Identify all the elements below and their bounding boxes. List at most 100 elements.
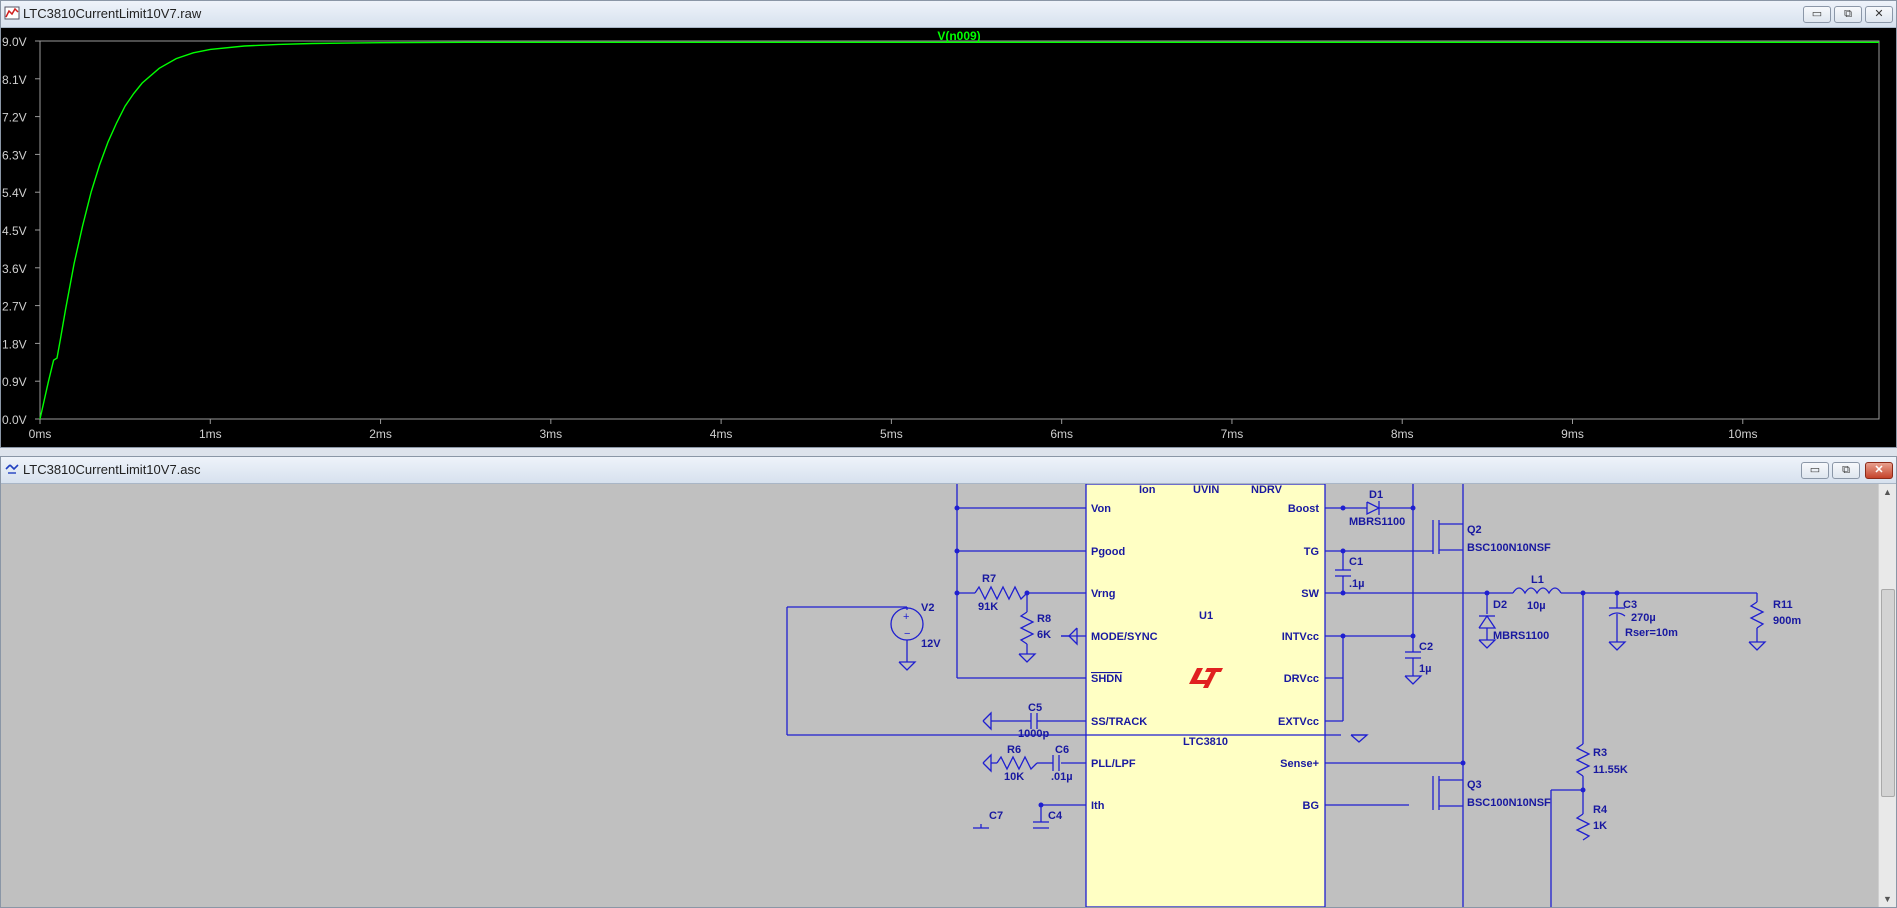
close-button[interactable]: ✕ xyxy=(1865,6,1893,23)
y-tick-label: 0.9V xyxy=(2,375,27,389)
y-tick-label: 9.0V xyxy=(2,35,27,49)
c5-label[interactable]: C5 xyxy=(1028,702,1042,714)
x-tick-label: 9ms xyxy=(1561,427,1584,441)
ic-pin-ss-track: SS/TRACK xyxy=(1091,716,1147,728)
ic-pin-shdn: SHDN xyxy=(1091,673,1122,685)
c3-label[interactable]: C3 xyxy=(1623,599,1637,611)
x-tick-label: 6ms xyxy=(1050,427,1073,441)
minimize-button[interactable]: ▭ xyxy=(1801,462,1829,479)
x-tick-label: 8ms xyxy=(1391,427,1414,441)
waveform-window: LTC3810CurrentLimit10V7.raw ▭ ⧉ ✕ 0.0V 0.… xyxy=(0,0,1897,448)
c1-value[interactable]: .1µ xyxy=(1349,578,1365,590)
q2-label[interactable]: Q2 xyxy=(1467,524,1482,536)
vertical-scrollbar[interactable]: ▲ ▼ xyxy=(1878,484,1896,907)
l1-label[interactable]: L1 xyxy=(1531,574,1544,586)
c5-value[interactable]: 1000p xyxy=(1018,728,1049,740)
q2-value[interactable]: BSC100N10NSF xyxy=(1467,542,1551,554)
schematic-icon xyxy=(5,464,19,474)
trace-label[interactable]: V(n009) xyxy=(937,29,980,43)
y-tick-label: 1.8V xyxy=(2,337,27,351)
d1-value[interactable]: MBRS1100 xyxy=(1349,516,1405,528)
ic-part-name[interactable]: LTC3810 xyxy=(1183,736,1228,748)
ic-pin-boost: Boost xyxy=(1288,503,1320,515)
schematic-titlebar[interactable]: LTC3810CurrentLimit10V7.asc ▭ ⧉ ✕ xyxy=(1,457,1896,484)
ic-pin-tg: TG xyxy=(1304,546,1319,558)
v2-value[interactable]: 12V xyxy=(921,638,941,650)
y-tick-label: 0.0V xyxy=(2,413,27,427)
x-tick-label: 1ms xyxy=(199,427,222,441)
scroll-down-arrow-icon[interactable]: ▼ xyxy=(1883,894,1892,904)
d2-label[interactable]: D2 xyxy=(1493,599,1507,611)
r3-value[interactable]: 11.55K xyxy=(1593,764,1628,776)
ic-instance-name[interactable]: U1 xyxy=(1199,610,1213,622)
x-tick-label: 3ms xyxy=(539,427,562,441)
ic-pin-extvcc: EXTVcc xyxy=(1278,716,1319,728)
plot-frame xyxy=(39,40,1880,420)
ic-pin-top-uvin: UVIN xyxy=(1193,484,1219,496)
r11-label[interactable]: R11 xyxy=(1773,599,1793,611)
x-tick-label: 0ms xyxy=(29,427,52,441)
y-tick-label: 5.4V xyxy=(2,186,27,200)
close-button[interactable]: ✕ xyxy=(1865,462,1893,479)
y-tick-label: 6.3V xyxy=(2,148,27,162)
x-tick-label: 2ms xyxy=(369,427,392,441)
scroll-up-arrow-icon[interactable]: ▲ xyxy=(1883,487,1892,497)
v2-label[interactable]: V2 xyxy=(921,602,934,614)
c1-label[interactable]: C1 xyxy=(1349,556,1363,568)
ic-pin-sense-plus: Sense+ xyxy=(1280,758,1319,770)
ic-pin-top-ndrv: NDRV xyxy=(1251,484,1283,496)
r7-label[interactable]: R7 xyxy=(982,573,996,585)
v2-polarity-icon: + − xyxy=(903,611,910,640)
c6-value[interactable]: .01µ xyxy=(1051,771,1073,783)
r3-label[interactable]: R3 xyxy=(1593,747,1607,759)
r6-value[interactable]: 10K xyxy=(1004,771,1024,783)
y-tick-label: 7.2V xyxy=(2,111,27,125)
y-tick-label: 3.6V xyxy=(2,262,27,276)
c2-label[interactable]: C2 xyxy=(1419,641,1433,653)
ic-pin-pll-lpf: PLL/LPF xyxy=(1091,758,1136,770)
restore-button[interactable]: ⧉ xyxy=(1834,6,1862,23)
l1-value[interactable]: 10µ xyxy=(1527,600,1546,612)
ic-pin-intvcc: INTVcc xyxy=(1282,631,1319,643)
x-tick-label: 4ms xyxy=(710,427,733,441)
c3-rser[interactable]: Rser=10m xyxy=(1625,627,1678,639)
x-tick-label: 5ms xyxy=(880,427,903,441)
svg-text:−: − xyxy=(904,628,910,640)
r4-value[interactable]: 1K xyxy=(1593,820,1607,832)
c7-label[interactable]: C7 xyxy=(989,810,1003,822)
c6-label[interactable]: C6 xyxy=(1055,744,1069,756)
ic-body[interactable] xyxy=(1085,484,1326,907)
schematic-drawing[interactable]: Ion UVIN NDRV Von Pgood Vrng MODE/SYNC S… xyxy=(1,484,1878,907)
q3-value[interactable]: BSC100N10NSF xyxy=(1467,797,1551,809)
ic-pin-vrng: Vrng xyxy=(1091,588,1115,600)
series-line-v-n009[interactable] xyxy=(39,41,1879,420)
c3-value[interactable]: 270µ xyxy=(1631,612,1656,624)
r11-value[interactable]: 900m xyxy=(1773,615,1801,627)
waveform-icon xyxy=(4,6,20,20)
c2-value[interactable]: 1µ xyxy=(1419,663,1431,675)
schematic-canvas[interactable]: Ion UVIN NDRV Von Pgood Vrng MODE/SYNC S… xyxy=(1,484,1878,907)
c4-label[interactable]: C4 xyxy=(1048,810,1063,822)
r4-label[interactable]: R4 xyxy=(1593,804,1608,816)
d2-value[interactable]: MBRS1100 xyxy=(1493,630,1549,642)
ic-pin-pgood: Pgood xyxy=(1091,546,1125,558)
waveform-plot[interactable]: 0.0V0.9V1.8V2.7V3.6V4.5V5.4V6.3V7.2V8.1V… xyxy=(1,28,1896,447)
x-tick-label: 7ms xyxy=(1221,427,1244,441)
ic-pin-drvcc: DRVcc xyxy=(1284,673,1319,685)
y-tick-label: 8.1V xyxy=(2,73,27,87)
r6-label[interactable]: R6 xyxy=(1007,744,1021,756)
schematic-window: LTC3810CurrentLimit10V7.asc ▭ ⧉ ✕ xyxy=(0,456,1897,908)
waveform-window-title: LTC3810CurrentLimit10V7.raw xyxy=(23,6,202,21)
r7-value[interactable]: 91K xyxy=(978,601,998,613)
ic-pin-von: Von xyxy=(1091,503,1111,515)
ic-pin-bg: BG xyxy=(1303,800,1320,812)
waveform-titlebar[interactable]: LTC3810CurrentLimit10V7.raw ▭ ⧉ ✕ xyxy=(1,1,1896,28)
r8-label[interactable]: R8 xyxy=(1037,613,1051,625)
q3-label[interactable]: Q3 xyxy=(1467,779,1482,791)
r8-value[interactable]: 6K xyxy=(1037,629,1051,641)
minimize-button[interactable]: ▭ xyxy=(1803,6,1831,23)
scrollbar-thumb[interactable] xyxy=(1881,589,1895,797)
restore-button[interactable]: ⧉ xyxy=(1832,462,1860,479)
d1-label[interactable]: D1 xyxy=(1369,489,1383,501)
